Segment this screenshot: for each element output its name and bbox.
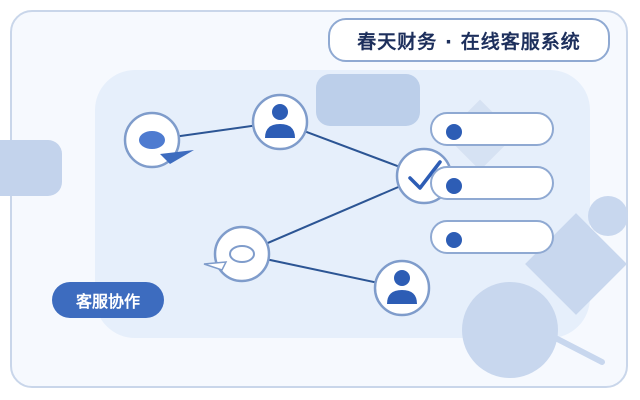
- user-icon: [251, 93, 309, 151]
- bullet-dot: [446, 178, 462, 194]
- tag-badge[interactable]: 客服协作: [52, 282, 164, 318]
- list-item[interactable]: [430, 166, 554, 200]
- page-title: 春天财务 · 在线客服系统: [328, 18, 610, 62]
- left-tab-decoration: [0, 140, 62, 196]
- chat-bubble-icon: [123, 111, 194, 169]
- small-circle-decoration: [588, 196, 628, 236]
- big-circle-decoration: [462, 282, 558, 378]
- top-block-decoration: [316, 74, 420, 126]
- bullet-dot: [446, 124, 462, 140]
- bullet-dot: [446, 232, 462, 248]
- user-icon-2: [373, 259, 431, 317]
- chat-outline-icon: [203, 225, 271, 283]
- list-item[interactable]: [430, 220, 554, 254]
- list-item[interactable]: [430, 112, 554, 146]
